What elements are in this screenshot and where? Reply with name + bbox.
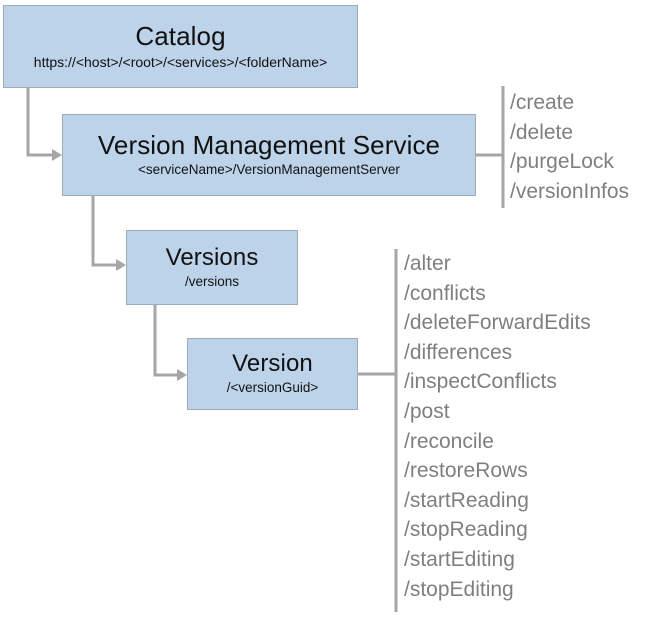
service-operations-items: /create/delete/purgeLock/versionInfos <box>510 88 629 206</box>
version-operation-item[interactable]: /alter <box>404 252 451 275</box>
node-versions[interactable]: Versions /versions <box>126 230 298 305</box>
node-versions-subtitle: /versions <box>184 273 240 289</box>
version-operations-list: /alter/conflicts/deleteForwardEdits/diff… <box>404 249 591 604</box>
node-catalog-subtitle: https://<host>/<root>/<services>/<folder… <box>33 54 328 71</box>
version-operation-item[interactable]: /startReading <box>404 488 529 512</box>
version-operation-item[interactable]: /post <box>404 399 450 423</box>
node-version-subtitle: /<versionGuid> <box>226 380 319 396</box>
node-version-title: Version <box>232 350 313 378</box>
version-operation-item[interactable]: /stopReading <box>404 518 528 542</box>
node-version-management-service[interactable]: Version Management Service <serviceName>… <box>62 114 476 196</box>
version-operation-item[interactable]: /differences <box>404 340 513 364</box>
version-operations-items: /alter/conflicts/deleteForwardEdits/diff… <box>404 249 591 604</box>
service-operation-item[interactable]: /versionInfos <box>510 179 630 203</box>
node-version-management-service-title: Version Management Service <box>97 130 441 161</box>
version-operation-item[interactable]: /stopEditing <box>404 577 514 601</box>
node-version[interactable]: Version /<versionGuid> <box>187 338 358 410</box>
version-operation-item[interactable]: /restoreRows <box>404 459 528 483</box>
version-operation-item[interactable]: /reconcile <box>404 429 494 453</box>
version-operation-item[interactable]: /startEditing <box>404 547 515 571</box>
service-operations-list: /create/delete/purgeLock/versionInfos <box>510 88 629 206</box>
node-catalog-title: Catalog <box>135 21 226 52</box>
version-operation-item[interactable]: /conflicts <box>404 281 486 305</box>
service-operation-item[interactable]: /purgeLock <box>510 150 614 174</box>
service-operation-item[interactable]: /delete <box>510 120 574 144</box>
node-catalog[interactable]: Catalog https://<host>/<root>/<services>… <box>3 5 358 88</box>
service-operation-item[interactable]: /create <box>510 91 575 114</box>
node-version-management-service-subtitle: <serviceName>/VersionManagementServer <box>138 162 400 178</box>
version-operation-item[interactable]: /inspectConflicts <box>404 370 557 394</box>
node-versions-title: Versions <box>165 243 259 271</box>
version-operation-item[interactable]: /deleteForwardEdits <box>404 311 591 335</box>
